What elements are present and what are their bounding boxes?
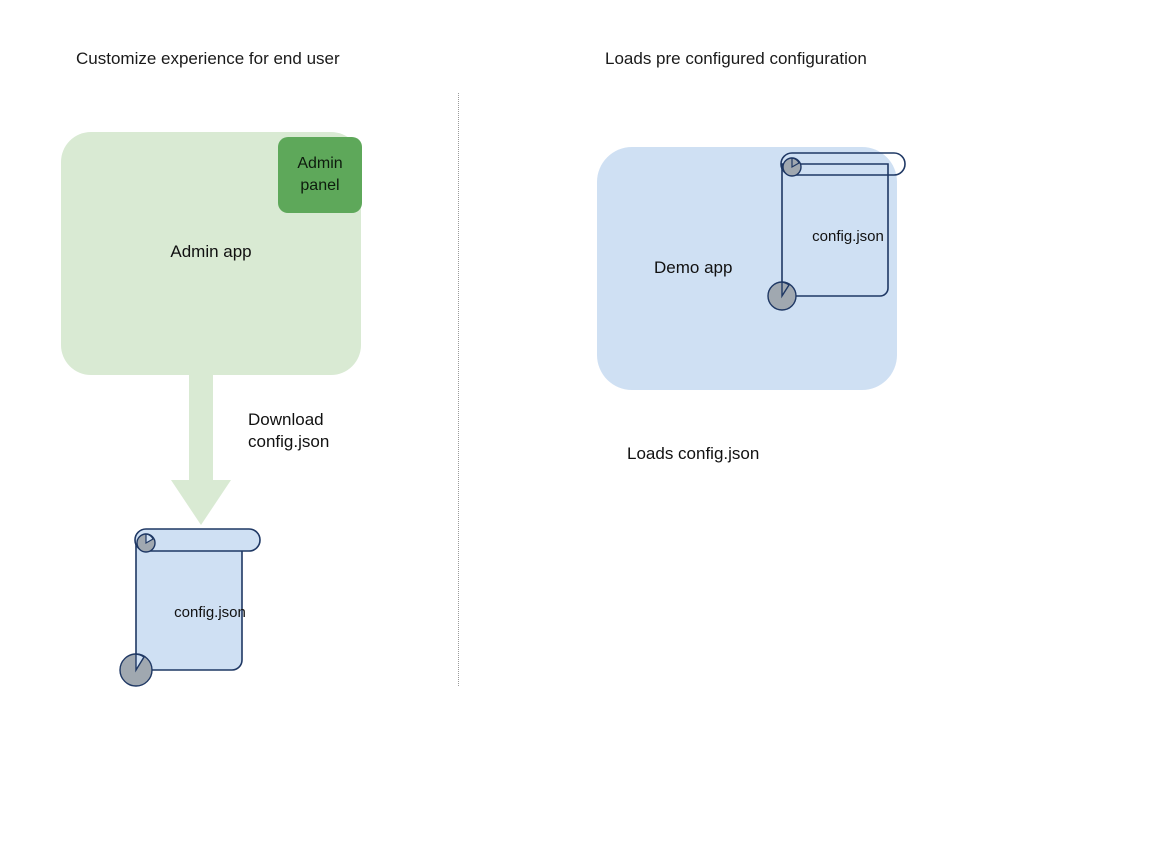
config-json-document-left[interactable]: config.json: [118, 526, 268, 692]
download-label-line1: Download: [248, 410, 324, 429]
admin-panel-label-line2: panel: [300, 177, 340, 194]
config-json-document-right[interactable]: config.json: [767, 150, 912, 311]
admin-panel-label-line1: Admin: [297, 155, 343, 172]
admin-panel-label: Admin panel: [297, 153, 342, 197]
column-divider: [458, 93, 459, 686]
download-label-line2: config.json: [248, 432, 330, 451]
admin-panel-box[interactable]: Admin panel: [278, 137, 362, 213]
left-column-heading: Customize experience for end user: [76, 49, 340, 68]
demo-app-box[interactable]: Demo app: [597, 147, 897, 390]
download-arrow-icon: [170, 370, 232, 530]
demo-app-label: Demo app: [654, 258, 733, 277]
loads-config-caption: Loads config.json: [627, 444, 760, 463]
admin-app-label: Admin app: [170, 242, 252, 261]
config-json-right-label: config.json: [812, 228, 884, 245]
right-column-heading: Loads pre configured configuration: [605, 49, 867, 68]
config-json-left-label: config.json: [174, 604, 246, 621]
download-arrow-label: Download config.json: [248, 409, 329, 453]
